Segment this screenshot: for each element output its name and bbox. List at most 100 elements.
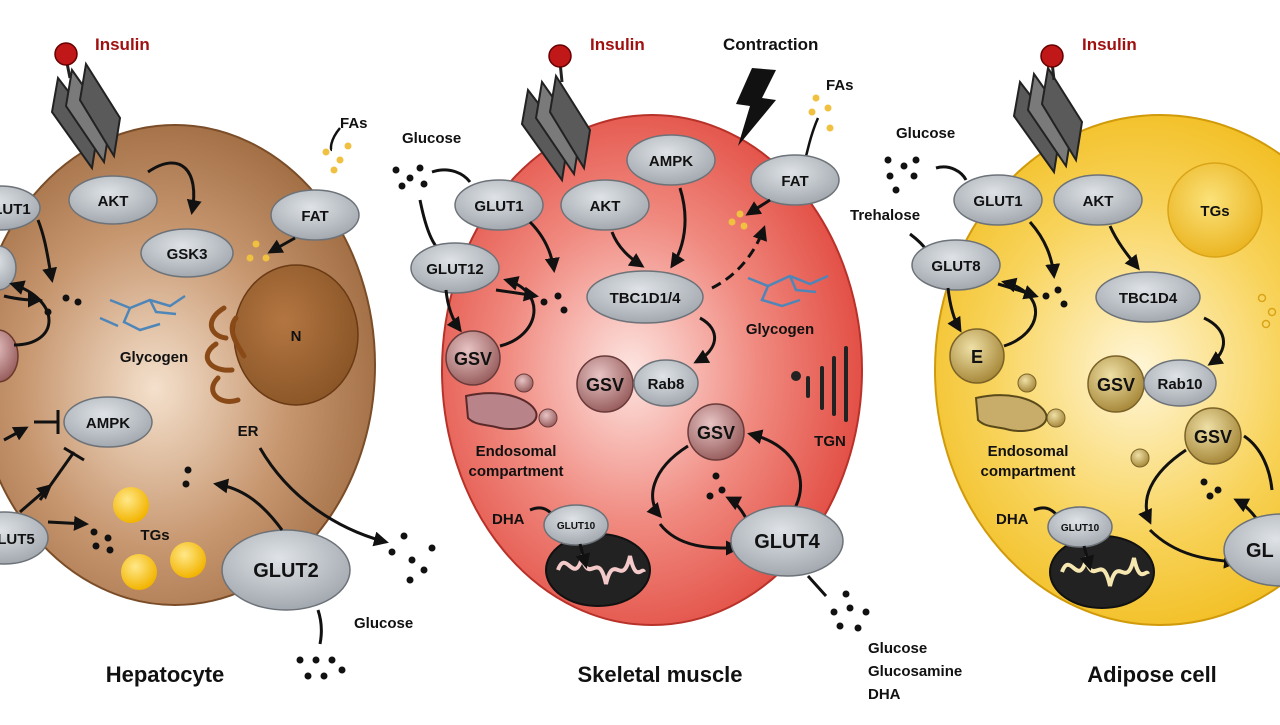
hep-glut-arrow <box>3 292 43 308</box>
hep-glucose-dots-3 <box>296 532 436 680</box>
mus-glut1-arrow <box>528 220 560 273</box>
muscle-glut12-label: GLUT12 <box>426 261 484 278</box>
hepatocyte-ampk-label: AMPK <box>86 415 130 432</box>
hep-fas-line <box>329 127 341 152</box>
hepatocyte-er-label: ER <box>238 423 259 440</box>
muscle-contraction-label: Contraction <box>723 35 818 54</box>
adi-tbc-rab-arrow <box>1203 316 1225 366</box>
mus-tbc-rab-arrow <box>693 316 717 364</box>
muscle-mitochondrion-icon <box>545 533 651 607</box>
akt-gsk3-arrow <box>147 161 202 215</box>
muscle-fat <box>750 154 840 206</box>
adipose-endosomal-compartment <box>974 394 1048 432</box>
muscle-glut10-label: GLUT10 <box>557 521 596 532</box>
adipose-gsv-1-label: GSV <box>1097 375 1135 395</box>
hepatocyte-glut5 <box>0 511 49 565</box>
hepatocyte-fat-label: FAT <box>301 208 328 225</box>
adipose-gsv-2 <box>1184 407 1242 465</box>
adipose-dha-label: DHA <box>996 511 1029 528</box>
mus-ampk-tbc-arrow <box>670 187 687 269</box>
hepatocyte-glucose-label: Glucose <box>354 615 413 632</box>
adipose-akt <box>1053 174 1143 226</box>
adipose-rab <box>1143 359 1217 407</box>
hepatocyte-glut5-label: LUT5 <box>0 531 35 548</box>
muscle-endosomal-label-1: Endosomal <box>476 443 557 460</box>
muscle-gsv-3-label: GSV <box>697 423 735 443</box>
adi-glut4-in-arrow <box>1233 498 1258 519</box>
adi-glucose-dots-3 <box>1200 478 1222 500</box>
hep-partial-vesicle <box>0 329 19 383</box>
adipose-endosome-e <box>949 328 1005 384</box>
adipose-glut8 <box>911 239 1001 291</box>
adi-glucose-line <box>935 165 968 181</box>
adipose-mitochondrion-icon <box>1049 535 1155 609</box>
adipose-rab-label: Rab10 <box>1157 376 1202 393</box>
adi-glucose-dots-2 <box>1042 286 1068 308</box>
muscle-fat-label: FAT <box>781 173 808 190</box>
adipose-glut10 <box>1047 506 1113 548</box>
hepatocyte-glut1-label: LUT1 <box>0 201 31 218</box>
mus-glucose-dots-4 <box>830 590 870 632</box>
hep-glut5-arrow <box>47 515 89 531</box>
hep-recycle-arrow <box>9 280 51 347</box>
muscle-tbc-label: TBC1D1/4 <box>610 290 682 307</box>
adi-glut10-arrow <box>1079 545 1095 571</box>
muscle-glut4 <box>730 505 844 577</box>
adi-dha-line <box>1033 506 1058 516</box>
hep-glucose-dots-1 <box>44 294 82 316</box>
mus-glucose-dots-3 <box>706 472 726 500</box>
hepatocyte-caption: Hepatocyte <box>106 662 225 687</box>
mus-glut10-arrow <box>575 543 591 569</box>
adipose-glut4 <box>1223 513 1280 587</box>
muscle-tgn-label: TGN <box>814 433 846 450</box>
adi-glucose-dots-1 <box>884 156 920 194</box>
adipose-tg-droplet <box>1167 162 1263 258</box>
muscle-glut1-label: GLUT1 <box>474 198 523 215</box>
adipose-glut8-label: GLUT8 <box>931 258 980 275</box>
muscle-fas-dots <box>728 94 834 230</box>
mus-small-vesicle-1 <box>514 373 534 393</box>
muscle-fas-label: FAs <box>826 77 854 94</box>
muscle-gsv-1-label: GSV <box>454 349 492 369</box>
hepatocyte-akt <box>68 175 158 225</box>
hep-fat-arrow <box>267 236 296 254</box>
muscle-insulin-label: Insulin <box>590 35 645 54</box>
adi-akt-tbc-arrow <box>1108 225 1140 271</box>
hep-glut2-line <box>316 609 323 645</box>
muscle-glucose-in-label: Glucose <box>402 130 461 147</box>
adipose-tgs-label: TGs <box>1200 203 1229 220</box>
mus-glut12-arrow <box>495 286 539 302</box>
adipose-insulin-label: Insulin <box>1082 35 1137 54</box>
hepatocyte-er-icon <box>204 305 247 404</box>
hepatocyte-insulin-receptor <box>50 42 122 171</box>
muscle-ampk <box>626 134 716 186</box>
muscle-caption: Skeletal muscle <box>577 662 742 687</box>
hep-partial-glut <box>0 245 17 291</box>
muscle-gsv-2 <box>576 355 634 413</box>
adipose-glut1-label: GLUT1 <box>973 193 1022 210</box>
adipose-tbc <box>1095 271 1201 323</box>
muscle-gsv-3 <box>687 403 745 461</box>
mus-gsv-recycle-arrow <box>499 276 536 348</box>
muscle-glycogen-label: Glycogen <box>746 321 814 338</box>
mus-glut12-gsv-arrow <box>444 289 462 333</box>
mus-gsv-glut4-arrow <box>646 444 689 519</box>
muscle-insulin-receptor <box>520 44 592 183</box>
adi-small-vesicle-1 <box>1017 373 1037 393</box>
hepatocyte-fas-dots <box>246 142 352 262</box>
mus-glut4-line <box>806 574 828 598</box>
adi-small-vesicle-2 <box>1046 408 1066 428</box>
mus-glucose-dots-1 <box>392 164 428 190</box>
hepatocyte-glut2 <box>221 529 351 611</box>
adipose-e-label: E <box>971 347 983 367</box>
muscle-glut10 <box>543 504 609 546</box>
adipose-trehalose-label: Trehalose <box>850 207 920 224</box>
muscle-tbc <box>586 270 704 324</box>
muscle-tgn-icon <box>791 346 848 422</box>
adi-e-recycle-arrow <box>1001 277 1037 348</box>
muscle-substrate-2: Glucosamine <box>868 663 962 680</box>
muscle-substrate-1: Glucose <box>868 640 927 657</box>
adipose-tbc-label: TBC1D4 <box>1119 290 1178 307</box>
